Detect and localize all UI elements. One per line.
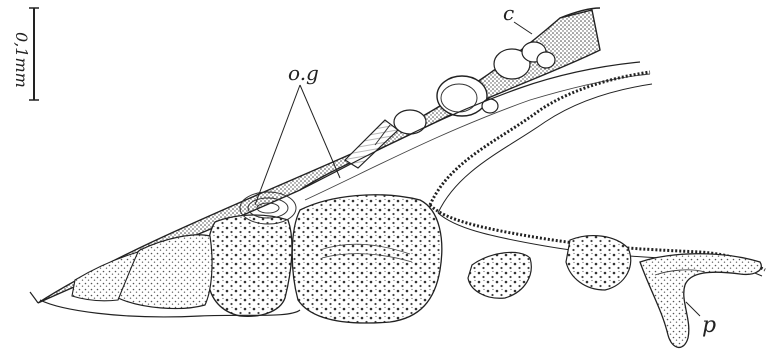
scale-bar: 0,1mm: [12, 8, 39, 100]
cell-cluster-c: [345, 42, 555, 168]
label-c: c: [503, 1, 514, 25]
scale-bar-label: 0,1mm: [12, 32, 31, 88]
label-og: o.g: [288, 61, 319, 85]
papilla-p: [640, 254, 761, 348]
cell-lobes: [72, 195, 631, 323]
label-p: p: [702, 313, 716, 338]
